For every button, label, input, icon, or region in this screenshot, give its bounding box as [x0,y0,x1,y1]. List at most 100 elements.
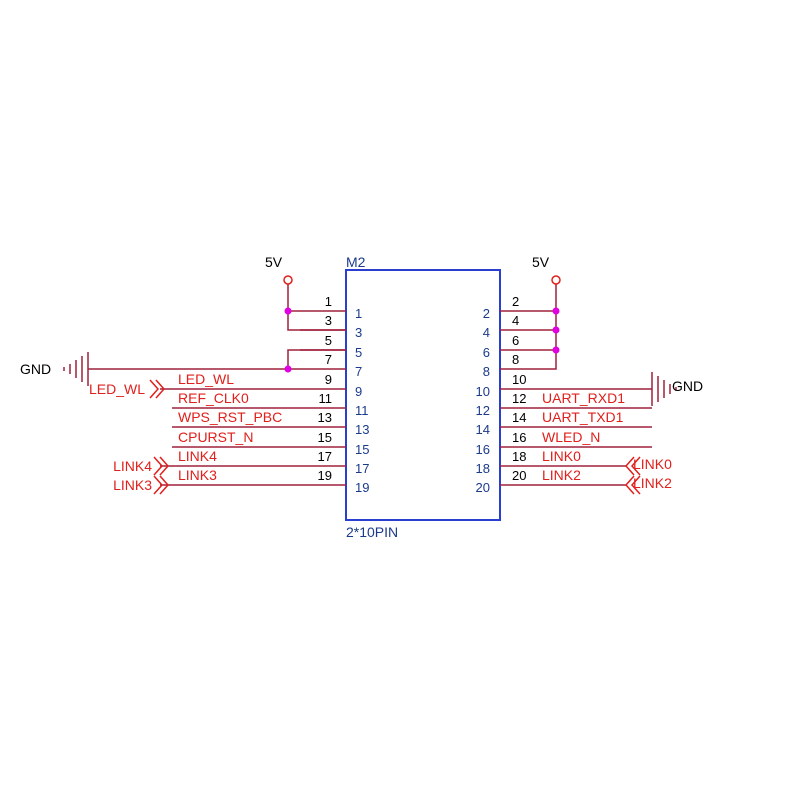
pin-inner-label: 10 [476,384,490,399]
bridge-wire-1-3 [287,311,346,331]
port-chevron-icon [630,475,641,495]
net-label: CPURST_N [178,429,253,445]
pin-inner-label: 7 [355,364,362,379]
junction-dot [284,365,292,373]
pin-inner-label: 1 [355,306,362,321]
pin-inner-label: 9 [355,384,362,399]
right-pin-18: 18 18 LINK0 [476,448,626,476]
net-label: WLED_N [542,429,600,445]
pin-number: 9 [325,372,332,387]
right-pin-6: 6 6 [483,333,556,360]
power-label-right: 5V [532,254,550,270]
pin-number: 19 [318,468,332,483]
pin-inner-label: 3 [355,325,362,340]
pin-number: 3 [325,313,332,328]
gnd-label-left: GND [20,361,51,377]
pin-inner-label: 15 [355,442,369,457]
pin-number: 16 [512,430,526,445]
connector-body [345,269,501,521]
right-pin-12: 12 12 UART_RXD1 [476,390,652,418]
pin-number: 17 [318,449,332,464]
pin-number: 7 [325,352,332,367]
port-chevron-icon [624,475,635,495]
port-chevron-icon [149,379,160,399]
component-ref: M2 [346,254,366,270]
pin-inner-label: 5 [355,345,362,360]
power-5v-right: 5V [532,254,561,350]
net-label: UART_RXD1 [542,390,625,406]
pin-number: 18 [512,449,526,464]
left-pin-5: 5 5 [300,333,362,360]
right-pin-8: 8 8 [483,352,519,379]
left-pin-9: 9 9 LED_WL [160,371,362,399]
port-label: LINK3 [113,477,152,493]
ground-right-icon [651,372,677,406]
power-pin-icon [551,275,561,285]
pin-inner-label: 11 [355,403,369,418]
port-label: LINK0 [633,456,672,472]
port-chevron-icon [159,456,170,476]
port-chevron-icon [153,456,164,476]
net-label: LINK2 [542,467,581,483]
pin-number: 10 [512,372,526,387]
component-value: 2*10PIN [346,524,398,540]
port-label: LED_WL [89,381,145,397]
port-link0: LINK0 [624,456,672,476]
pin-number: 1 [325,294,332,309]
pin-inner-label: 16 [476,442,490,457]
net-label: WPS_RST_PBC [178,409,282,425]
net-label: LINK3 [178,467,217,483]
pin-number: 12 [512,391,526,406]
pin-number: 15 [318,430,332,445]
junction-dot [284,307,292,315]
power-5v-left: 5V [265,254,293,311]
pin-number: 11 [319,391,333,406]
right-pin-14: 14 14 UART_TXD1 [476,409,652,437]
junction-dot [552,346,560,354]
power-label-left: 5V [265,254,283,270]
right-pin-4: 4 4 [483,313,556,340]
left-pin-19: 19 19 LINK3 [160,467,369,495]
net-label: UART_TXD1 [542,409,624,425]
pin-inner-label: 4 [483,325,490,340]
port-chevron-icon [155,379,166,399]
net-label: LED_WL [178,371,234,387]
bridge-wire-8 [500,350,557,370]
port-label: LINK4 [113,458,152,474]
pin-number: 8 [512,352,519,367]
pin-inner-label: 19 [355,480,369,495]
left-pin-13: 13 13 WPS_RST_PBC [172,409,369,437]
junction-dot [552,326,560,334]
pin-number: 14 [512,410,526,425]
left-pin-17: 17 17 LINK4 [160,448,369,476]
power-pin-icon [283,275,293,285]
port-chevron-icon [624,456,635,476]
pin-inner-label: 14 [476,422,490,437]
net-label: LINK0 [542,448,581,464]
pin-inner-label: 6 [483,345,490,360]
pin-number: 13 [318,410,332,425]
pin-inner-label: 8 [483,364,490,379]
net-label: REF_CLK0 [178,390,249,406]
right-pin-20: 20 20 LINK2 [476,467,626,495]
net-label: LINK4 [178,448,217,464]
pin-number: 4 [512,313,519,328]
port-link4: LINK4 [113,456,170,476]
left-pin-11: 11 11 REF_CLK0 [172,390,369,418]
pin-inner-label: 2 [483,306,490,321]
pin-inner-label: 13 [355,422,369,437]
port-link3: LINK3 [113,475,170,495]
left-pin-7: 7 7 [325,352,362,379]
pin-number: 2 [512,294,519,309]
bridge-wire-5-7 [287,349,346,369]
port-link2: LINK2 [624,475,672,495]
port-label: LINK2 [633,475,672,491]
pin-number: 5 [325,333,332,348]
pin-inner-label: 12 [476,403,490,418]
ground-left-icon [63,352,89,386]
right-pin-16: 16 16 WLED_N [476,429,652,457]
left-pin-3: 3 3 [300,313,362,340]
port-chevron-icon [630,456,641,476]
right-pin-2: 2 2 [483,294,556,321]
